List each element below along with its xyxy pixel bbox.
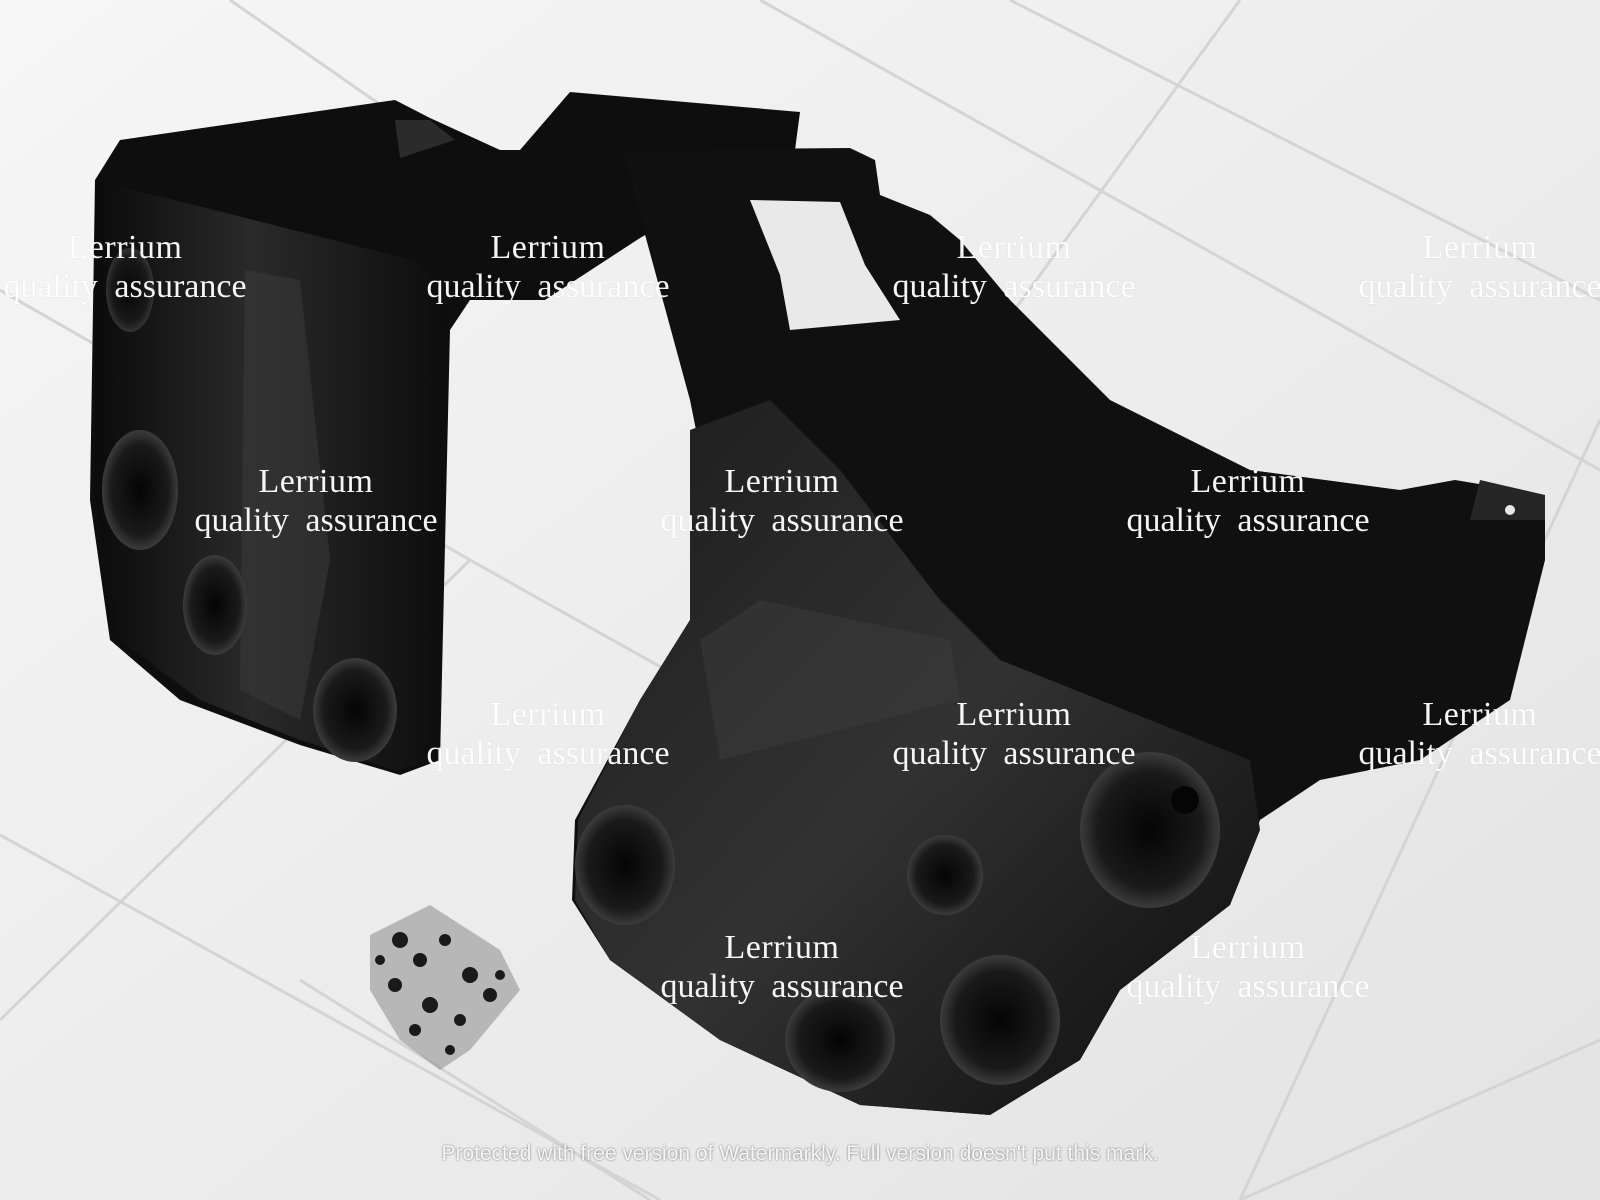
watermark-tagline: quality assurance [1358,268,1600,305]
watermark-brand: Lerrium [1422,229,1538,266]
watermark-tagline: quality assurance [1358,735,1600,772]
left-liner-cup [313,658,397,762]
right-liner-cup [907,835,983,915]
watermark-brand: Lerrium [490,696,606,733]
left-liner-cup [183,555,247,655]
watermark-brand: Lerrium [1190,929,1306,966]
fastener-bag [370,905,520,1070]
watermark-tagline: quality assurance [194,502,438,539]
watermark-tagline: quality assurance [426,735,670,772]
right-fender-liner [572,148,1545,1115]
watermark-brand: Lerrium [956,229,1072,266]
watermark-tagline: quality assurance [660,502,904,539]
watermark-tagline: quality assurance [892,268,1136,305]
watermarkly-notice: Protected with free version of Watermark… [441,1142,1159,1165]
watermark-brand: Lerrium [67,229,183,266]
watermark-tagline: quality assurance [426,268,670,305]
watermark-brand: Lerrium [956,696,1072,733]
watermark-brand: Lerrium [724,929,840,966]
right-liner-cup [940,955,1060,1085]
right-liner-cup [575,805,675,925]
watermark-tagline: quality assurance [660,968,904,1005]
watermark-brand: Lerrium [724,463,840,500]
left-liner-cup [102,430,178,550]
left-liner-cup [106,248,154,332]
watermark-tagline: quality assurance [1126,968,1370,1005]
watermark-brand: Lerrium [1190,463,1306,500]
right-liner-cup [785,988,895,1092]
watermark-brand: Lerrium [1422,696,1538,733]
left-fender-liner [90,92,800,775]
watermark-tagline: quality assurance [3,268,247,305]
right-liner-cup [1080,752,1220,908]
watermark-brand: Lerrium [258,463,374,500]
watermark-tagline: quality assurance [892,735,1136,772]
watermark-brand: Lerrium [490,229,606,266]
watermark-tagline: quality assurance [1126,502,1370,539]
